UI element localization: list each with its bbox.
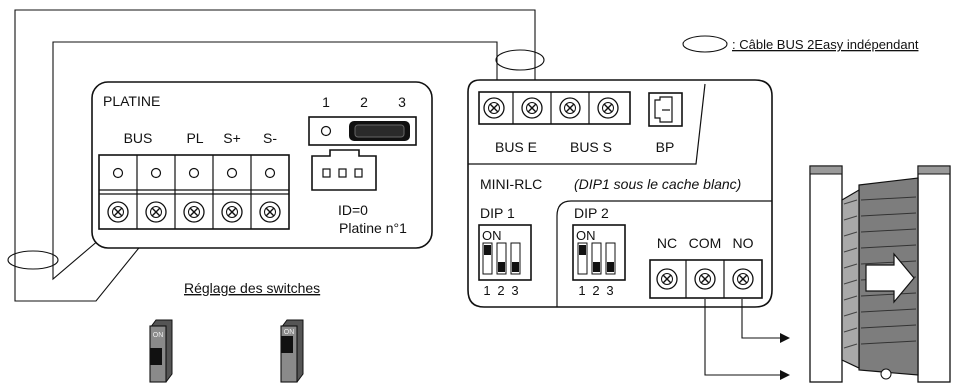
dip2-num-1: 1 xyxy=(578,283,585,298)
relay-com-label: COM xyxy=(689,235,722,251)
bus-terminals xyxy=(483,92,619,124)
relay-nc-label: NC xyxy=(657,235,677,251)
terminal-screw-icon xyxy=(259,201,281,223)
jumper-number-1: 1 xyxy=(322,94,330,110)
terminal-screw-icon xyxy=(221,201,243,223)
dip1-on: ON xyxy=(482,228,502,243)
dip2-num-3: 3 xyxy=(606,283,613,298)
mini-rlc-title: MINI-RLC xyxy=(480,176,542,192)
bus-cable-inner xyxy=(52,41,498,281)
dip-lever-slot xyxy=(496,242,507,275)
dip-lever-slot xyxy=(482,242,493,275)
relay-terminals xyxy=(656,260,754,298)
switch-example-on: ON xyxy=(280,319,304,383)
dip1-note: (DIP1 sous le cache blanc) xyxy=(574,176,741,192)
dip2-label: DIP 2 xyxy=(574,205,609,221)
relay-output-wires xyxy=(704,299,790,380)
terminal-label-s-minus: S- xyxy=(263,130,277,146)
terminal-screw-icon xyxy=(145,201,167,223)
dip2-on: ON xyxy=(576,228,596,243)
relay-no-label: NO xyxy=(733,235,754,251)
bus-screw-icon xyxy=(559,97,581,119)
relay-screw-icon xyxy=(656,268,678,290)
dip-lever-slot xyxy=(510,242,521,275)
jumper-number-3: 3 xyxy=(398,94,406,110)
dip-lever-slot xyxy=(591,242,602,275)
bus-e-label: BUS E xyxy=(495,139,537,155)
dip1-label: DIP 1 xyxy=(480,205,515,221)
terminal-hole xyxy=(112,167,124,179)
switch-slider-off xyxy=(150,348,162,365)
legend-text: : Câble BUS 2Easy indépendant xyxy=(732,37,919,52)
jumper-pin-1 xyxy=(320,125,332,137)
bus-screw-icon xyxy=(597,97,619,119)
terminal-screw-icon xyxy=(107,201,129,223)
relay-screw-icon xyxy=(694,268,716,290)
dip2-levers xyxy=(577,242,616,275)
dip-lever xyxy=(579,245,586,255)
dip-lever-slot xyxy=(577,242,588,275)
platine-terminals xyxy=(107,155,281,229)
switch-settings-title: Réglage des switches xyxy=(184,280,320,296)
switch-on-mark-2: ON xyxy=(284,329,295,336)
dip-lever xyxy=(498,262,505,272)
independent-cable-marker-top xyxy=(495,49,545,71)
terminal-label-pl: PL xyxy=(186,130,203,146)
mini-rlc-outline xyxy=(467,79,773,308)
legend: : Câble BUS 2Easy indépendant xyxy=(682,35,919,53)
bp-label: BP xyxy=(656,139,675,155)
dip1-num-2: 2 xyxy=(497,283,504,298)
dip-lever xyxy=(607,262,614,272)
terminal-hole xyxy=(226,167,238,179)
platine-id: ID=0 xyxy=(338,202,368,218)
dip-lever xyxy=(484,245,491,255)
bus-cable-outer xyxy=(14,9,536,302)
dip-lever-slot xyxy=(605,242,616,275)
terminal-hole xyxy=(188,167,200,179)
switch-on-mark-1: ON xyxy=(153,332,164,339)
terminal-screw-icon xyxy=(183,201,205,223)
gate-illustration xyxy=(809,165,951,383)
platine-panel: PLATINE BUS PL S+ S- 1 2 3 ID=0 Platine … xyxy=(91,81,433,249)
bus-cables xyxy=(7,9,545,302)
dip1-num-3: 3 xyxy=(511,283,518,298)
terminal-label-s-plus: S+ xyxy=(223,130,241,146)
jumper-number-2: 2 xyxy=(360,94,368,110)
bus-screw-icon xyxy=(521,97,543,119)
connector-socket xyxy=(311,149,377,191)
dip-lever xyxy=(593,262,600,272)
legend-cable-icon xyxy=(682,35,728,53)
dip1-num-1: 1 xyxy=(483,283,490,298)
mini-rlc-inner-lines xyxy=(468,83,772,307)
bus-s-label: BUS S xyxy=(570,139,612,155)
relay-screw-icon xyxy=(732,268,754,290)
independent-cable-marker-left xyxy=(7,250,59,270)
terminal-hole xyxy=(150,167,162,179)
mini-rlc-panel: BUS E BUS S BP MINI-RLC (DIP1 sous le ca… xyxy=(467,79,773,308)
platine-number: Platine n°1 xyxy=(339,220,407,236)
dip-lever xyxy=(512,262,519,272)
platine-title: PLATINE xyxy=(103,93,160,109)
switch-example-off: ON xyxy=(149,319,173,383)
terminal-label-bus: BUS xyxy=(124,130,153,146)
bus-screw-icon xyxy=(483,97,505,119)
terminal-hole xyxy=(264,167,276,179)
switch-slider-on xyxy=(281,336,293,353)
dip1-levers xyxy=(482,242,521,275)
dip2-num-2: 2 xyxy=(592,283,599,298)
switch-settings: Réglage des switches ON ON xyxy=(149,280,320,383)
